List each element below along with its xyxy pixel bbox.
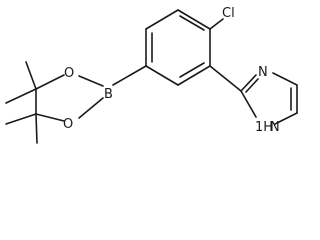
atom-label-n-ring: N (270, 120, 280, 135)
atom-label-o-top: O (64, 66, 74, 81)
atom-label-o-bottom: O (63, 117, 73, 132)
imidazole-ring (240, 72, 298, 125)
methyl-bond (5, 113, 37, 125)
atom-label-n: N (258, 65, 268, 80)
atom-label-cl: Cl (222, 6, 235, 21)
double-bond-inner (179, 62, 205, 78)
bond (274, 112, 298, 125)
bond-c-b (112, 65, 147, 86)
methyl-bond (5, 88, 37, 104)
double-bond-inner (245, 78, 259, 93)
bond (272, 72, 298, 86)
bond (177, 9, 211, 30)
bond (145, 65, 179, 86)
bond (35, 74, 65, 90)
bond (78, 97, 104, 119)
atom-label-nh-h: 1H (255, 120, 273, 135)
bond (240, 90, 257, 118)
benzene-ring (145, 9, 211, 86)
atom-label-b: B (104, 87, 113, 102)
bond-aryl-imidazole (209, 65, 242, 92)
bond (35, 113, 65, 122)
bond (78, 75, 104, 87)
dioxaborolane-ring (35, 74, 104, 122)
chemical-structure: Cl N 1H N B O O (5, 6, 298, 144)
atom-label-nh: 1H (255, 120, 273, 135)
double-bond-inner (179, 15, 205, 31)
bond (177, 65, 211, 86)
methyl-bond (35, 113, 38, 144)
methyl-groups (5, 61, 38, 144)
methyl-bond (25, 61, 37, 90)
bond (240, 74, 257, 92)
bond (145, 9, 179, 30)
bond-c-cl (209, 18, 224, 30)
